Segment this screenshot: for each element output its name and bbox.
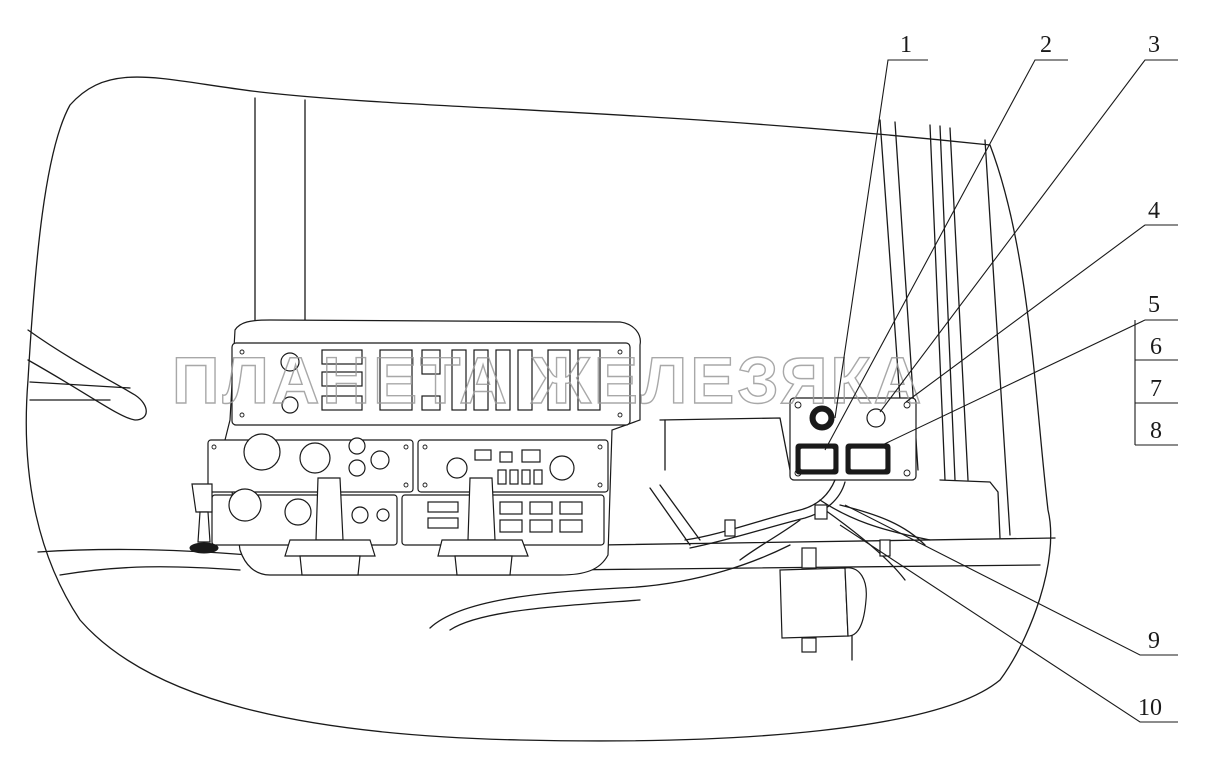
callout-labels: 1 2 3 4 5 6 7 8 9 10 [900, 32, 1162, 721]
joystick-left [284, 477, 376, 576]
cutaway-outline [25, 76, 1052, 742]
callout-5: 5 [1148, 292, 1160, 318]
callout-2: 2 [1040, 32, 1052, 58]
callout-10: 10 [1138, 695, 1162, 721]
callout-1: 1 [900, 32, 912, 58]
relay-unit [779, 547, 867, 661]
callout-8: 8 [1150, 418, 1162, 444]
joystick-right [437, 477, 529, 576]
control-console [189, 319, 641, 576]
callout-3: 3 [1148, 32, 1160, 58]
lever-left [189, 483, 219, 554]
handle-left [27, 329, 147, 421]
callout-9: 9 [1148, 628, 1160, 654]
callout-7: 7 [1150, 376, 1162, 402]
callout-6: 6 [1150, 334, 1162, 360]
socket-box [659, 397, 917, 481]
callout-4: 4 [1148, 198, 1160, 224]
floor-lines [37, 537, 1056, 631]
watermark-text: ПЛАНЕТА ЖЕЛЕЗЯКА [172, 343, 924, 417]
leader-lines [824, 59, 1178, 723]
window-pillars [254, 97, 1011, 539]
wiring-harness [649, 479, 931, 581]
